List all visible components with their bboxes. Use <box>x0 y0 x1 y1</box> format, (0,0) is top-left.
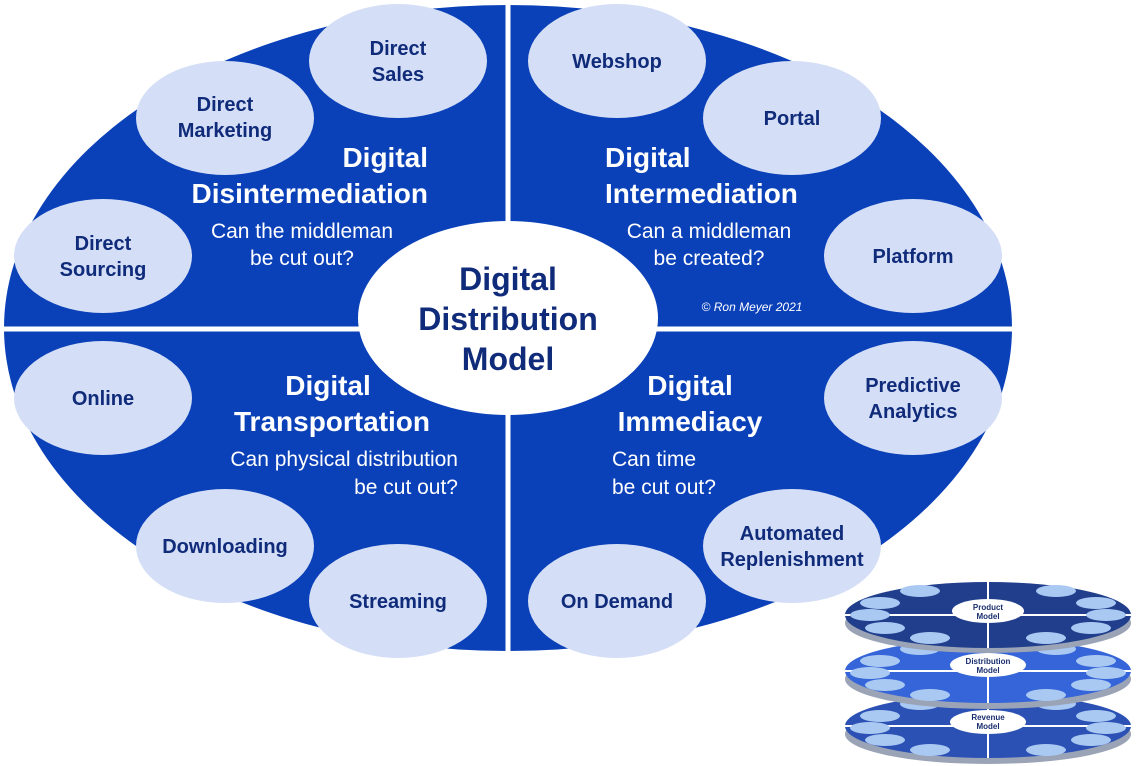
bubble-direct-marketing-label1: Direct <box>197 94 254 116</box>
bubble-direct-sourcing <box>14 199 192 313</box>
quadrant-transportation: Online Downloading Streaming Digital Tra… <box>14 341 487 658</box>
bubble-on-demand-label: On Demand <box>561 591 673 613</box>
bubble-streaming <box>309 544 487 658</box>
stack-revenue-label1: Revenue <box>971 713 1005 722</box>
bubble-direct-sourcing-label2: Sourcing <box>60 259 147 281</box>
bubble-portal <box>703 61 881 175</box>
immediacy-title2: Immediacy <box>618 406 763 437</box>
bubble-direct-marketing-label2: Marketing <box>178 120 272 142</box>
bubble-direct-sales-label1: Direct <box>370 38 427 60</box>
bubble-webshop <box>528 4 706 118</box>
stack-disc-product: Product Model <box>845 582 1131 653</box>
bubble-streaming-label: Streaming <box>349 591 447 613</box>
bubble-online-label: Online <box>72 388 134 410</box>
stack-distribution-label1: Distribution <box>966 657 1011 666</box>
bubble-webshop-label: Webshop <box>572 51 662 73</box>
immediacy-question1: Can time <box>612 448 696 471</box>
intermediation-question2: be created? <box>654 247 765 270</box>
bubble-platform <box>824 199 1002 313</box>
bubble-automated-replenishment <box>703 489 881 603</box>
disintermediation-title2: Disintermediation <box>192 178 428 209</box>
center-ellipse <box>358 221 658 415</box>
stack-product-label1: Product <box>973 603 1004 612</box>
transportation-question2: be cut out? <box>354 476 458 499</box>
bubble-portal-label: Portal <box>764 108 821 130</box>
bubble-online <box>14 341 192 455</box>
transportation-title2: Transportation <box>234 406 430 437</box>
bubble-platform-label: Platform <box>872 246 953 268</box>
bubble-downloading-label: Downloading <box>162 536 288 558</box>
bubble-automated-replenishment-label2: Replenishment <box>720 549 864 571</box>
bubble-direct-marketing <box>136 61 314 175</box>
stack-distribution-label2: Model <box>976 666 999 675</box>
disintermediation-question2: be cut out? <box>250 247 354 270</box>
center-title-line2: Distribution <box>418 301 598 337</box>
copyright-credit: © Ron Meyer 2021 <box>702 300 803 314</box>
bubble-automated-replenishment-label1: Automated <box>740 523 844 545</box>
stack-disc-distribution: Distribution Model <box>845 639 1131 709</box>
transportation-title1: Digital <box>285 370 371 401</box>
bubble-direct-sourcing-label1: Direct <box>75 233 132 255</box>
intermediation-title1: Digital <box>605 142 691 173</box>
intermediation-question1: Can a middleman <box>627 220 792 243</box>
quadrant-immediacy: Predictive Analytics Automated Replenish… <box>528 341 1002 658</box>
bubble-direct-sales <box>309 4 487 118</box>
disintermediation-title1: Digital <box>342 142 428 173</box>
immediacy-question2: be cut out? <box>612 476 716 499</box>
stack-product-label2: Model <box>976 612 999 621</box>
intermediation-title2: Intermediation <box>605 178 798 209</box>
disintermediation-question1: Can the middleman <box>211 220 393 243</box>
bubble-predictive-analytics-label1: Predictive <box>865 375 961 397</box>
bubble-direct-sales-label2: Sales <box>372 64 424 86</box>
stack-revenue-label2: Model <box>976 722 999 731</box>
quadrant-intermediation: Webshop Portal Platform Digital Intermed… <box>528 4 1002 314</box>
bubble-downloading <box>136 489 314 603</box>
transportation-question1: Can physical distribution <box>230 448 458 471</box>
immediacy-title1: Digital <box>647 370 733 401</box>
quadrant-disintermediation: Direct Sales Direct Marketing Direct Sou… <box>14 4 487 313</box>
bubble-on-demand <box>528 544 706 658</box>
bubble-predictive-analytics-label2: Analytics <box>869 401 958 423</box>
center-title-line1: Digital <box>459 261 557 297</box>
model-stack-thumbnail: Revenue Model Distribution Model <box>845 582 1131 764</box>
center-title-line3: Model <box>462 341 554 377</box>
bubble-predictive-analytics <box>824 341 1002 455</box>
